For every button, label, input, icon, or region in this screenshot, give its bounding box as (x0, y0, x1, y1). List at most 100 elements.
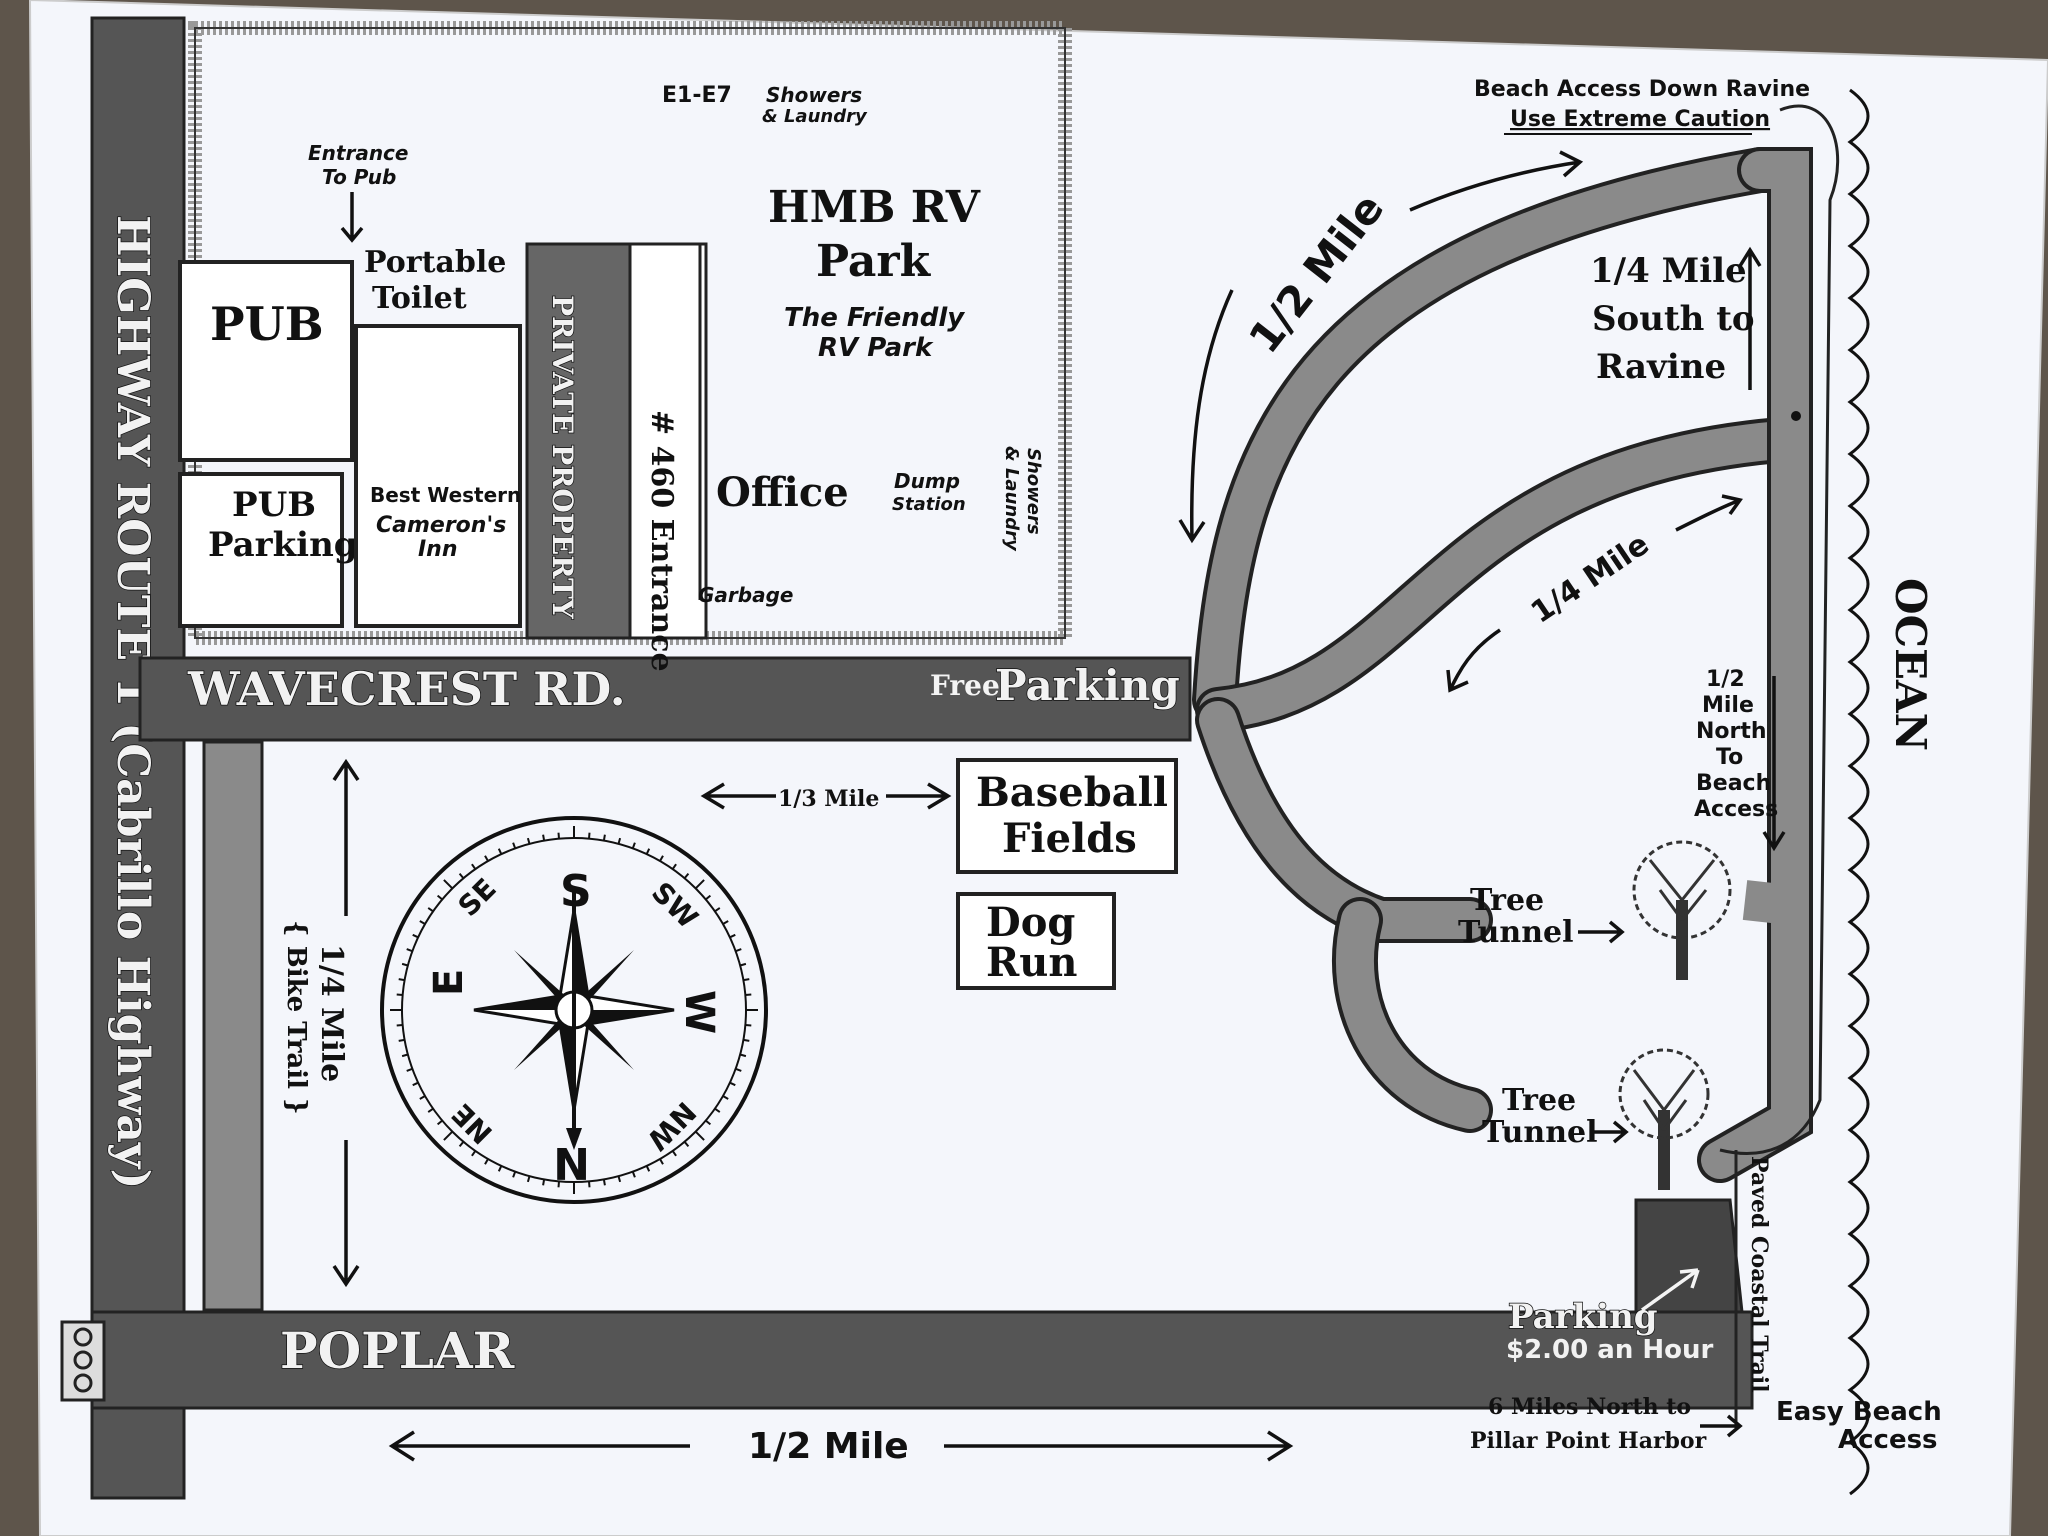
portable-toilet-line2: Toilet (372, 281, 467, 316)
bike-trail-strip (202, 740, 264, 1312)
compass-tick (557, 1181, 560, 1188)
wavecrest-label: WAVECREST RD. (187, 662, 626, 716)
compass-tick (557, 832, 560, 839)
paid-parking-lot (1634, 1198, 1744, 1314)
bike-trail-arrow-up (332, 758, 360, 916)
compass-tick (631, 842, 636, 849)
dump-station-line1: Dump (894, 469, 960, 493)
compass-tick (705, 1119, 712, 1126)
compass-tick (694, 1130, 705, 1141)
half-mile-bottom-arrow-left (388, 1430, 690, 1462)
compass-tick (683, 872, 690, 879)
compass-tick (458, 1141, 465, 1148)
pub-parking-lot (178, 472, 344, 628)
pub-label: PUB (210, 297, 324, 351)
compass-tick (602, 1179, 606, 1186)
compass-tick (729, 933, 736, 939)
compass-tick (526, 837, 531, 845)
half-north-line1: 1/2 (1706, 667, 1745, 692)
entrance-to-pub-line2: To Pub (322, 165, 396, 189)
pillar-point-line2: Pillar Point Harbor (1470, 1428, 1707, 1454)
entrance-to-pub-line1: Entrance (308, 141, 408, 165)
baseball-line2: Fields (1002, 815, 1137, 862)
quarter-south-line1: 1/4 Mile (1590, 251, 1747, 291)
highway-label: HIGHWAY ROUTE 1 (Cabrillo Highway) (107, 215, 158, 1189)
bike-trail-arrow-down (332, 1140, 360, 1288)
pub-parking-line2: Parking (208, 525, 358, 565)
compass-needle-tip (566, 1128, 582, 1150)
compass-tick (443, 1130, 454, 1141)
trail-coastal-fill (1701, 151, 1809, 1179)
showers-side-line2: & Laundry (1001, 446, 1022, 552)
compass-tick (645, 848, 651, 855)
tree-tunnel-2-arrow (1592, 1120, 1629, 1144)
compass-tick (497, 1165, 503, 1172)
best-western-building (354, 324, 522, 628)
compass-tick (484, 1158, 489, 1165)
sites-label: E1-E7 (662, 83, 732, 108)
pillar-point-arrow (1700, 1414, 1743, 1438)
compass-tick (735, 948, 742, 953)
tree-icon (1618, 1048, 1710, 1190)
compass-star-shade (574, 910, 588, 1010)
compass-E: E (426, 969, 472, 996)
park-name-line2: Park (816, 236, 932, 287)
easy-beach-line2: Access (1838, 1425, 1938, 1455)
tree-tunnel-2-line2: Tunnel (1482, 1115, 1598, 1150)
quarter-south-line3: Ravine (1596, 347, 1726, 387)
tree-tunnel-1-arrow (1578, 920, 1625, 944)
ocean-label: OCEAN (1886, 578, 1935, 751)
compass-tick (617, 1175, 622, 1183)
easy-beach-line1: Easy Beach (1776, 1397, 1942, 1427)
compass-tick (412, 1081, 419, 1087)
tree-icon (1632, 840, 1732, 980)
compass-tick (722, 920, 729, 925)
trail-tree-tunnel-2-fill (1335, 901, 1489, 1129)
compass-tick (497, 848, 503, 855)
compass-tick (714, 1107, 721, 1113)
compass-tick (471, 863, 477, 870)
camerons-line2: Inn (418, 537, 458, 562)
compass-tick (406, 948, 413, 953)
compass-tick (617, 837, 622, 845)
compass-tick (542, 1179, 546, 1186)
entrance-drive (628, 242, 708, 640)
compass-tick (427, 907, 434, 913)
garbage-label: Garbage (698, 583, 793, 607)
compass-tick (412, 933, 419, 939)
paid-parking-arrow (1640, 1268, 1700, 1312)
beach-access-line2: Use Extreme Caution (1510, 107, 1770, 132)
compass-tick (512, 842, 517, 849)
half-mile-arrow-up (1409, 150, 1584, 212)
office-label: Office (716, 469, 849, 516)
coastal-trail-edge (1719, 104, 1840, 1155)
half-north-line5: Beach (1696, 771, 1771, 796)
compass-tick (427, 1107, 434, 1113)
compass-star-diag (578, 1014, 634, 1070)
baseball-fields-box (956, 758, 1178, 874)
compass-tick (714, 907, 721, 913)
pub-building (178, 260, 354, 462)
compass-tick (694, 879, 705, 890)
compass-ticks (390, 826, 758, 1194)
compass-tick (401, 1053, 409, 1058)
compass-tick (396, 993, 403, 996)
compass-tick (588, 832, 591, 839)
half-north-label-group: 1/2 Mile North To Beach Access (1694, 667, 1778, 822)
compass-tick (739, 1053, 747, 1058)
compass-tick (645, 1165, 651, 1172)
trail-half-mile-arc-fill (1196, 151, 1779, 719)
free-parking-label: Parking (995, 661, 1180, 710)
compass-tick (745, 1024, 752, 1027)
park-tagline-line2: RV Park (818, 333, 934, 363)
poplar-label: POPLAR (280, 1321, 515, 1380)
wavecrest-road (138, 656, 1192, 742)
compass-tick (745, 993, 752, 996)
dog-run-line2: Run (986, 939, 1077, 986)
compass-tick (406, 1067, 413, 1072)
entrance-to-pub-arrow (340, 192, 364, 243)
pillar-point-line1: 6 Miles North to (1488, 1394, 1691, 1420)
compass-tick (396, 1024, 403, 1027)
compass-tick (512, 1171, 517, 1178)
